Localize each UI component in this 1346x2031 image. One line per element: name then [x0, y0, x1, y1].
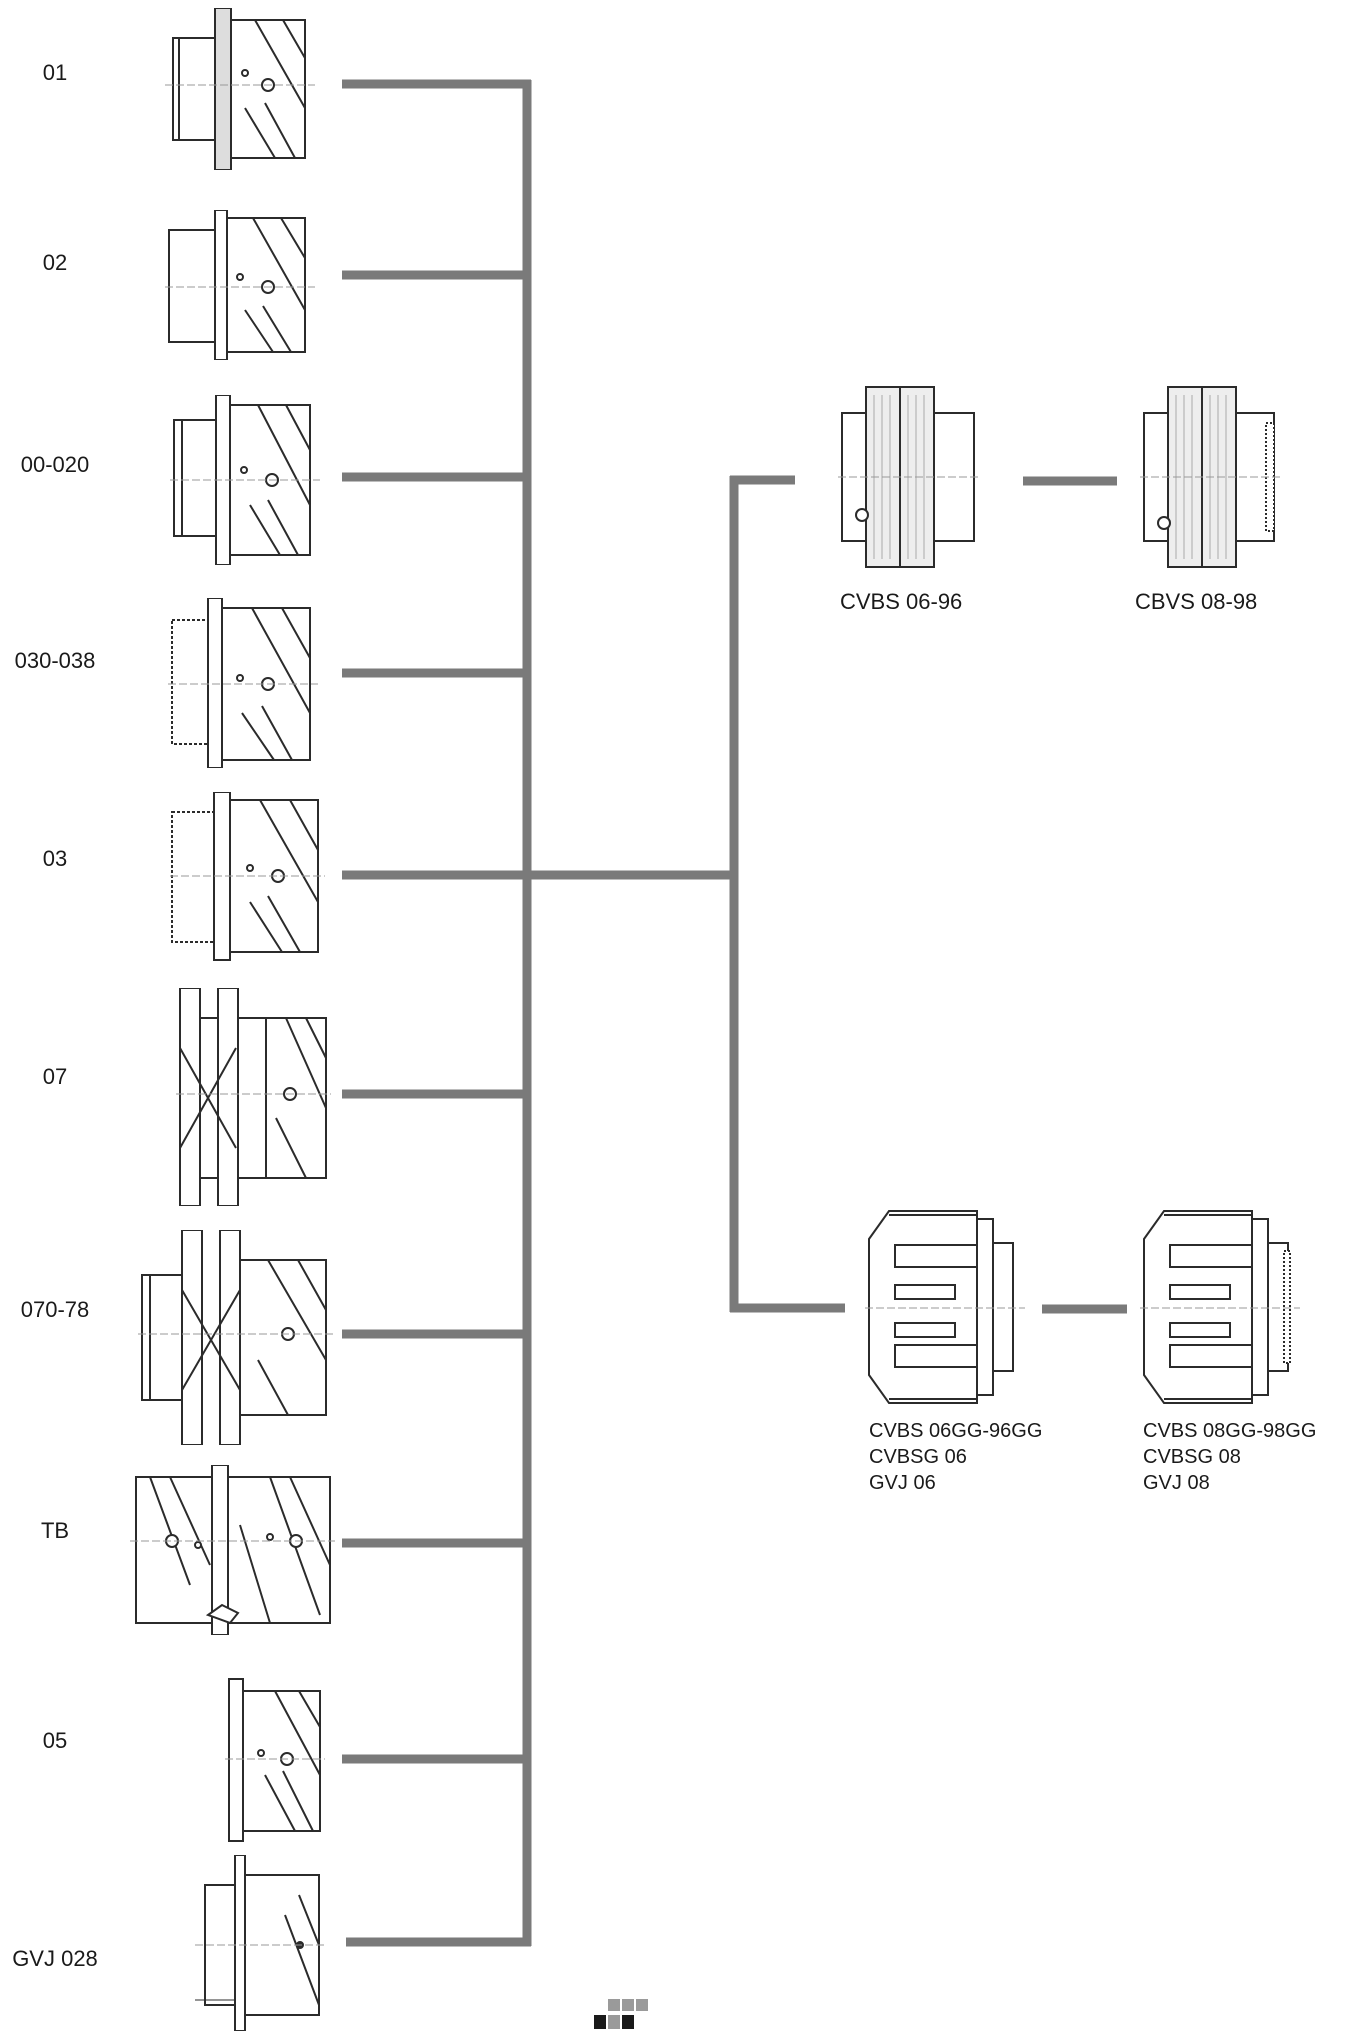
- label-cvbs-06-96: CVBS 06-96: [840, 589, 962, 615]
- caption-line: GVJ 06: [869, 1470, 1042, 1496]
- label-tb: TB: [0, 1518, 110, 1544]
- coupling-nut-gvj-028-icon: [195, 1855, 325, 2031]
- caption-cvbs-06gg: CVBS 06GG-96GG CVBSG 06 GVJ 06: [869, 1418, 1042, 1496]
- coupling-nut-070-78-icon: [138, 1230, 333, 1445]
- label-03: 03: [0, 846, 110, 872]
- coupling-nut-00-020-icon: [170, 395, 320, 565]
- label-030-038: 030-038: [0, 648, 110, 674]
- label-05: 05: [0, 1728, 110, 1754]
- coupling-nut-tb-icon: [130, 1465, 335, 1635]
- label-cbvs-08-98: CBVS 08-98: [1135, 589, 1257, 615]
- caption-line: CVBSG 06: [869, 1444, 1042, 1470]
- receptacle-cbvs-08-98-icon: [1140, 385, 1280, 570]
- label-01: 01: [0, 60, 110, 86]
- label-gvj-028: GVJ 028: [0, 1946, 110, 1972]
- caption-line: GVJ 08: [1143, 1470, 1316, 1496]
- receptacle-cvbs-06gg-icon: [865, 1205, 1025, 1410]
- label-07: 07: [0, 1064, 110, 1090]
- coupling-nut-03-icon: [170, 792, 325, 962]
- caption-line: CVBS 06GG-96GG: [869, 1418, 1042, 1444]
- coupling-nut-05-icon: [225, 1675, 325, 1845]
- coupling-nut-07-icon: [176, 988, 331, 1206]
- caption-line: CVBS 08GG-98GG: [1143, 1418, 1316, 1444]
- caption-cvbs-08gg: CVBS 08GG-98GG CVBSG 08 GVJ 08: [1143, 1418, 1316, 1496]
- receptacle-cvbs-06-96-icon: [838, 385, 978, 570]
- coupling-nut-030-038-icon: [168, 598, 318, 768]
- brand-logo-icon: [588, 1997, 658, 2031]
- receptacle-cvbs-08gg-icon: [1140, 1205, 1300, 1410]
- label-00-020: 00-020: [0, 452, 110, 478]
- coupling-nut-02-icon: [165, 210, 315, 360]
- label-02: 02: [0, 250, 110, 276]
- caption-line: CVBSG 08: [1143, 1444, 1316, 1470]
- coupling-nut-01-icon: [165, 8, 315, 170]
- label-070-78: 070-78: [0, 1297, 110, 1323]
